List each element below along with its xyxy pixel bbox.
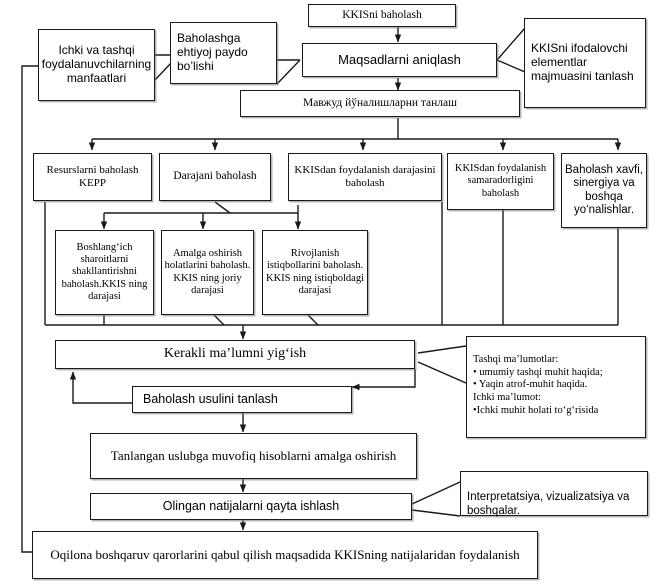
wire-method-to-collect: [69, 371, 132, 404]
wire-elements-goals-b: [496, 59, 526, 73]
node-branch-usage-level[interactable]: KKISdan foydalanish darajasini baholash: [288, 153, 442, 201]
node-branch-resources[interactable]: Resurslarni baholash KEPP: [33, 153, 152, 201]
node-elements-selection[interactable]: KKISni ifodalovchi elementlar majmuasini…: [524, 18, 646, 108]
node-label: Baholash usulini tanlash: [143, 392, 278, 407]
node-label: Darajani baholash: [173, 170, 257, 183]
node-label: Kerakli ma’lumni yig‘ish: [163, 346, 307, 362]
node-choose-method[interactable]: Baholash usulini tanlash: [132, 386, 352, 413]
wire-interp-process-a: [411, 481, 461, 505]
node-label: Amalga oshirish holatlarini baholash. KK…: [164, 248, 251, 296]
node-process-results[interactable]: Olingan natijalarni qayta ishlash: [90, 493, 412, 520]
node-stakeholders[interactable]: Ichki va tashqi foydalanuvchilarning man…: [38, 29, 155, 101]
node-label: KKISdan foydalanish darajasini baholash: [294, 164, 436, 189]
node-perform-calculations[interactable]: Tanlangan uslubga muvofiq hisoblarni ama…: [90, 433, 417, 479]
node-branch-level[interactable]: Darajani baholash: [159, 153, 271, 201]
wire-note-collect-b: [417, 361, 467, 384]
node-sub-initial-conditions[interactable]: Boshlang‘ich sharoitlarni shakllantirish…: [55, 230, 154, 315]
node-goals[interactable]: Maqsadlarni aniqlash: [302, 43, 497, 77]
node-sub-implementation[interactable]: Amalga oshirish holatlarini baholash. KK…: [161, 230, 254, 315]
wire-interp-process-b: [411, 509, 461, 517]
wire-note-collect-a: [417, 345, 467, 354]
node-label: KKISni ifodalovchi elementlar majmuasini…: [531, 41, 634, 83]
node-sub-prospects[interactable]: Rivojlanish istiqbollarini baholash. KKI…: [262, 230, 368, 315]
node-need[interactable]: Baholashga ehtiyoj paydo bo’lishi: [170, 22, 277, 84]
wire-final-feedback: [21, 62, 51, 553]
node-branch-risk[interactable]: Baholash xavfi, sinergiya va boshqa yo‘n…: [561, 153, 647, 228]
node-label: Tanlangan uslubga muvofiq hisoblarni ama…: [110, 448, 397, 464]
annotation-info-sources[interactable]: Tashqi ma’lumotlar: • umumiy tashqi muhi…: [466, 336, 646, 438]
node-branch-efficiency[interactable]: KKISdan foydalanish samaradorligini baho…: [447, 153, 554, 210]
annotation-label: Tashqi ma’lumotlar: • umumiy tashqi muhi…: [473, 353, 603, 416]
wire-need-goals-b: [276, 59, 301, 85]
wire-s2-down: [213, 314, 225, 326]
node-label: KKISdan foydalanish samaradorligini baho…: [454, 163, 547, 199]
node-collect-info[interactable]: Kerakli ma’lumni yig‘ish: [55, 340, 415, 369]
node-label: Maqsadlarni aniqlash: [338, 52, 461, 68]
node-final-decisions[interactable]: Oqilona boshqaruv qarorlarini qabul qili…: [32, 531, 538, 579]
annotation-interpretation[interactable]: Interpretatsiya, vizualizatsiya va boshq…: [460, 471, 648, 518]
node-label: Ichki va tashqi foydalanuvchilarning man…: [41, 43, 152, 85]
node-label: Baholash xavfi, sinergiya va boshqa yo‘n…: [565, 163, 643, 216]
node-label: Мавжуд йўналишларни танлаш: [302, 96, 458, 109]
node-label: Boshlang‘ich sharoitlarni shakllantirish…: [61, 242, 148, 302]
node-label: Baholashga ehtiyoj paydo bo’lishi: [177, 31, 248, 73]
node-label: Olingan natijalarni qayta ishlash: [162, 499, 340, 514]
wire-s3-down: [307, 314, 319, 326]
node-label: Rivojlanish istiqbollarini baholash. KKI…: [265, 248, 364, 296]
node-label: Resurslarni baholash KEPP: [46, 164, 139, 189]
node-label: Oqilona boshqaruv qarorlarini qabul qili…: [50, 547, 520, 563]
wire-elements-goals-a: [496, 27, 526, 61]
annotation-label: Interpretatsiya, vizualizatsiya va boshq…: [467, 491, 630, 518]
node-kkisni-baholash[interactable]: KKISni baholash: [308, 4, 456, 27]
wire-collect-to-method: [351, 369, 416, 391]
node-existing-directions[interactable]: Мавжуд йўналишларни танлаш: [240, 90, 520, 117]
node-label: KKISni baholash: [342, 8, 422, 21]
wire-b2-subbus-diag: [214, 201, 231, 214]
